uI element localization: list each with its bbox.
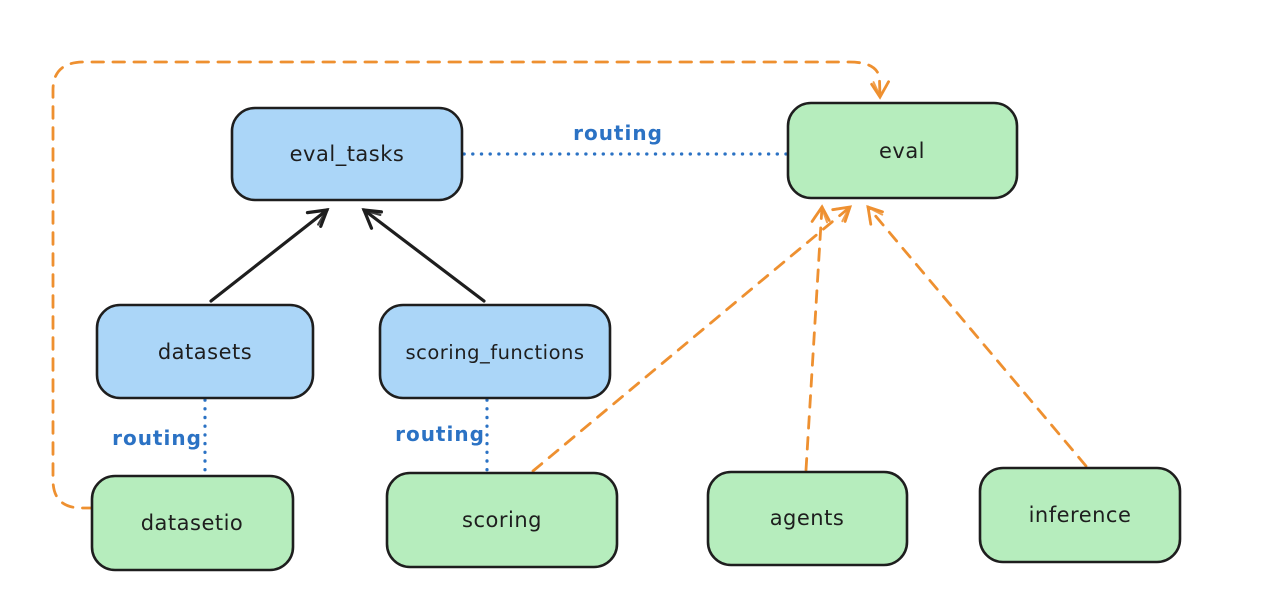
node-eval: eval <box>786 101 1019 200</box>
node-scoring: scoring <box>385 471 619 569</box>
edge-agents-to-eval-dashed-arrow <box>804 204 831 472</box>
edge-inference-to-eval-dashed-arrow <box>866 204 1088 468</box>
node-scoring-functions-label: scoring_functions <box>405 341 584 364</box>
node-scoring-label: scoring <box>462 508 542 532</box>
edge-label-layer: routing routing routing <box>112 121 663 450</box>
node-inference: inference <box>978 466 1182 564</box>
node-agents-label: agents <box>770 506 845 530</box>
routing-label-eval-tasks-eval: routing <box>573 121 663 145</box>
node-datasets-box <box>95 303 315 400</box>
node-datasetio-box <box>90 474 295 572</box>
node-agents-box <box>706 470 909 567</box>
node-datasetio-label: datasetio <box>141 511 244 535</box>
node-inference-label: inference <box>1029 503 1132 527</box>
node-inference-box <box>978 466 1182 564</box>
node-scoring-box <box>385 471 619 569</box>
edge-scoring-functions-to-eval-tasks-arrow <box>361 208 486 303</box>
node-datasetio: datasetio <box>90 474 295 572</box>
node-scoring-functions: scoring_functions <box>378 303 612 400</box>
node-datasets-label: datasets <box>158 340 252 364</box>
edge-layer <box>51 60 1088 510</box>
node-agents: agents <box>706 470 909 567</box>
edge-scoring-to-eval-dashed-arrow <box>531 205 853 473</box>
routing-label-scoring-functions-scoring: routing <box>395 422 485 446</box>
routing-label-datasets-datasetio: routing <box>112 426 202 450</box>
edge-datasets-to-eval-tasks-arrow <box>209 208 330 303</box>
node-eval-tasks: eval_tasks <box>230 106 464 202</box>
node-datasets: datasets <box>95 303 315 400</box>
node-eval-box <box>786 101 1019 200</box>
node-eval-tasks-box <box>230 106 464 202</box>
node-eval-tasks-label: eval_tasks <box>290 142 405 167</box>
edge-datasetio-to-eval-dashed-arrow <box>51 60 890 510</box>
node-eval-label: eval <box>879 139 925 163</box>
node-scoring-functions-box <box>378 303 612 400</box>
node-layer: eval_tasks eval datasets scoring_functio… <box>90 101 1182 572</box>
